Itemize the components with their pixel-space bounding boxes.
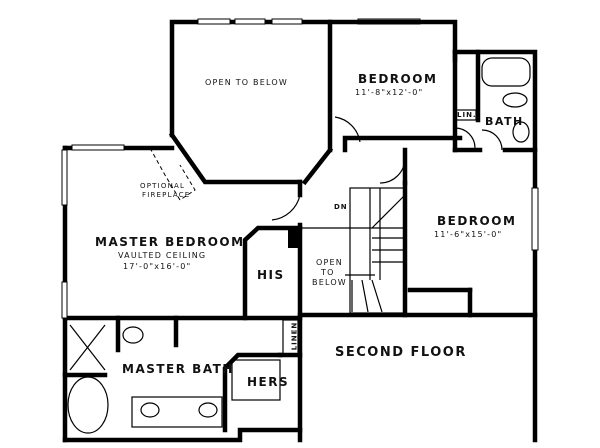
bedroom-2-name: BEDROOM bbox=[437, 214, 517, 228]
master-bedroom-name: MASTER BEDROOM bbox=[95, 235, 245, 249]
window bbox=[531, 187, 539, 251]
linen-closet-label: LIN. bbox=[457, 111, 477, 119]
master-bedroom-size: 17'-0"x16'-0" bbox=[123, 262, 192, 271]
window bbox=[61, 149, 68, 206]
sink bbox=[140, 402, 160, 418]
bedroom-2-size: 11'-6"x15'-0" bbox=[434, 230, 503, 239]
master-bath-label: MASTER BATH bbox=[122, 362, 234, 376]
bedroom-1-walls bbox=[327, 19, 463, 153]
master-bath-walls bbox=[62, 315, 303, 443]
toilet bbox=[122, 326, 144, 344]
window bbox=[61, 281, 68, 319]
stair-open-label-3: BELOW bbox=[312, 278, 347, 287]
stair-down-label: DN bbox=[334, 203, 348, 211]
sink bbox=[512, 121, 530, 143]
fireplace-label-line2: FIREPLACE bbox=[142, 191, 191, 199]
staircase bbox=[345, 187, 406, 314]
hers-closet-label: HERS bbox=[247, 375, 290, 389]
floor-title: SECOND FLOOR bbox=[335, 345, 467, 360]
window bbox=[271, 18, 303, 25]
stair-open-label-1: OPEN bbox=[316, 258, 343, 267]
master-bedroom-note: VAULTED CEILING bbox=[118, 251, 207, 260]
fireplace-label-line1: OPTIONAL bbox=[140, 182, 186, 190]
window bbox=[71, 144, 125, 151]
open-to-below-label: OPEN TO BELOW bbox=[205, 78, 288, 87]
linen-label: LINEN bbox=[290, 321, 299, 351]
bath-label: BATH bbox=[485, 115, 524, 128]
bathtub bbox=[67, 376, 109, 434]
bath-walls bbox=[452, 49, 538, 443]
bedroom-1-size: 11'-8"x12'-0" bbox=[355, 88, 424, 97]
stair-open-label-2: TO bbox=[321, 268, 335, 277]
toilet bbox=[502, 92, 528, 108]
window bbox=[234, 18, 266, 25]
bedroom-1-name: BEDROOM bbox=[358, 72, 438, 86]
sink bbox=[198, 402, 218, 418]
hall-walls bbox=[271, 179, 350, 443]
open-to-below-room bbox=[168, 19, 334, 186]
window bbox=[197, 18, 231, 25]
bathtub bbox=[481, 57, 531, 87]
his-closet-label: HIS bbox=[257, 268, 285, 282]
